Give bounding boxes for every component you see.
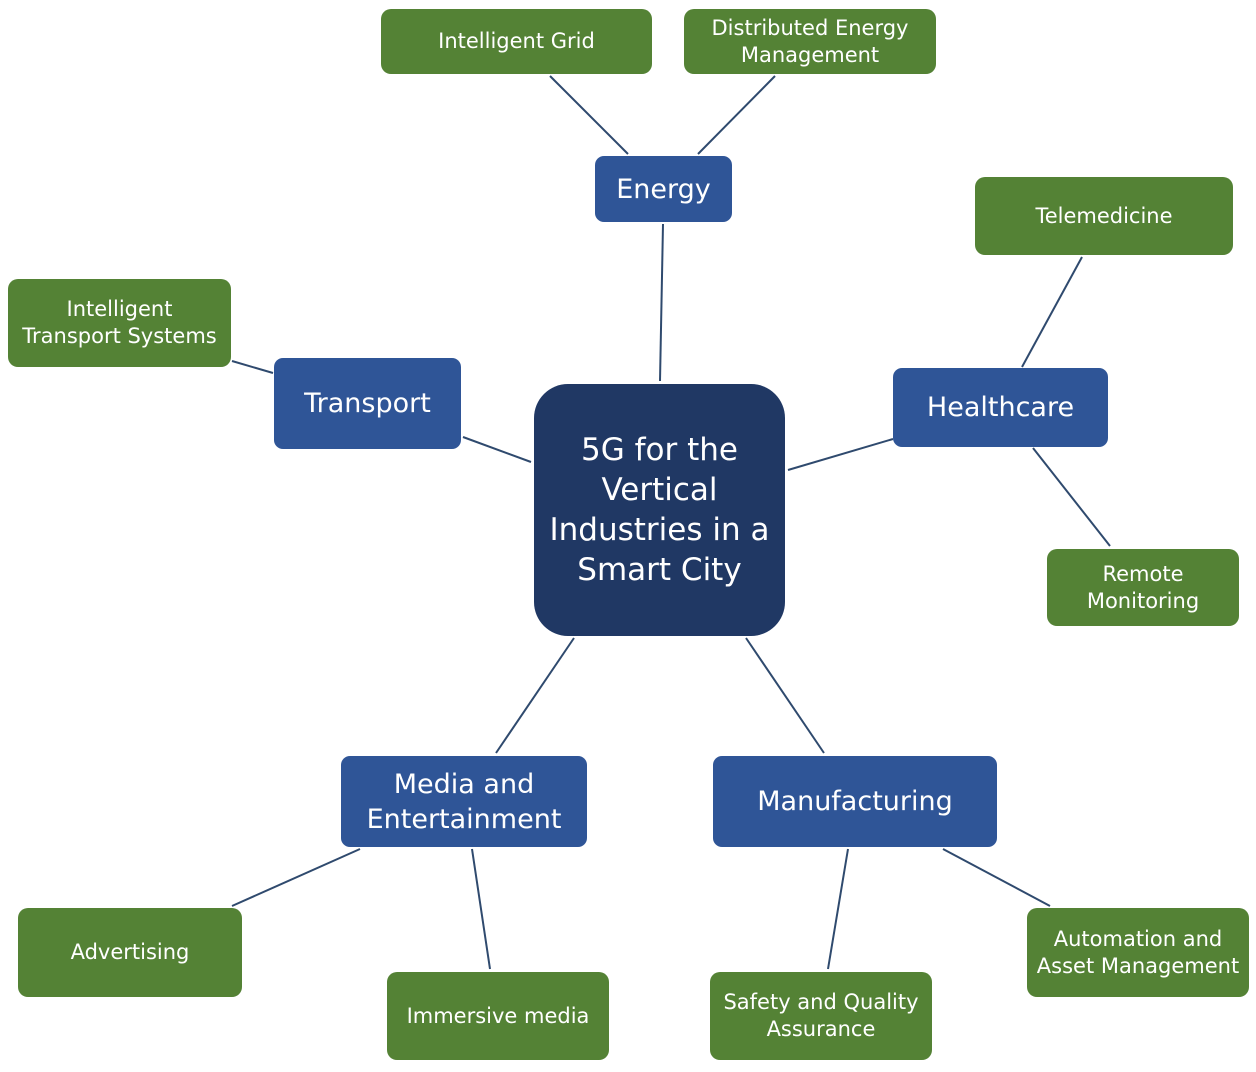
category-media-label: Media and Entertainment (366, 768, 562, 835)
connector-energy-distributed (697, 75, 776, 155)
connector-center-transport (462, 436, 532, 463)
connector-media-immersive (471, 848, 491, 970)
connector-healthcare-telemedicine (1021, 256, 1083, 368)
connector-center-manufacturing (745, 637, 825, 754)
connector-transport-its (231, 360, 274, 374)
category-energy-label: Energy (616, 173, 711, 205)
connector-healthcare-remote (1032, 447, 1111, 547)
connector-center-energy (659, 223, 664, 382)
center-label: 5G for the Vertical Industries in a Smar… (549, 432, 770, 588)
leaf-advertising-label: Advertising (70, 940, 190, 964)
center-node: 5G for the Vertical Industries in a Smar… (534, 384, 785, 636)
leaf-telemedicine: Telemedicine (975, 177, 1233, 255)
category-manufacturing: Manufacturing (713, 756, 997, 847)
category-media: Media and Entertainment (341, 756, 587, 847)
category-manufacturing-label: Manufacturing (757, 786, 953, 817)
leaf-intelligent-transport-systems: Intelligent Transport Systems (8, 279, 231, 367)
leaf-immersive-media: Immersive media (387, 972, 609, 1060)
leaf-safety-quality-label: Safety and Quality Assurance (723, 990, 919, 1041)
leaf-telemedicine-label: Telemedicine (1035, 203, 1173, 228)
leaf-remote-monitoring: Remote Monitoring (1047, 549, 1239, 626)
leaf-intelligent-grid-label: Intelligent Grid (438, 29, 595, 53)
leaf-its-label: Intelligent Transport Systems (22, 297, 217, 348)
connector-center-media (495, 637, 575, 754)
connector-media-advertising (231, 848, 361, 907)
category-healthcare-label: Healthcare (926, 392, 1075, 423)
category-healthcare: Healthcare (893, 368, 1108, 447)
connector-manufacturing-safety (827, 848, 849, 970)
leaf-remote-monitoring-label: Remote Monitoring (1086, 561, 1200, 613)
leaf-automation: Automation and Asset Management (1027, 908, 1249, 997)
leaf-automation-label: Automation and Asset Management (1036, 926, 1240, 978)
connector-manufacturing-automation (942, 848, 1051, 907)
connector-center-healthcare (787, 438, 894, 471)
leaf-immersive-media-label: Immersive media (406, 1003, 590, 1028)
leaf-distributed-energy-label: Distributed Energy Management (711, 15, 909, 67)
category-energy: Energy (595, 156, 732, 222)
leaf-safety-quality: Safety and Quality Assurance (710, 972, 932, 1060)
category-transport-label: Transport (304, 388, 431, 419)
connector-energy-intelligent-grid (549, 75, 629, 155)
category-transport: Transport (274, 358, 461, 449)
leaf-distributed-energy: Distributed Energy Management (684, 9, 936, 74)
leaf-advertising: Advertising (18, 908, 242, 997)
leaf-intelligent-grid: Intelligent Grid (381, 9, 652, 74)
